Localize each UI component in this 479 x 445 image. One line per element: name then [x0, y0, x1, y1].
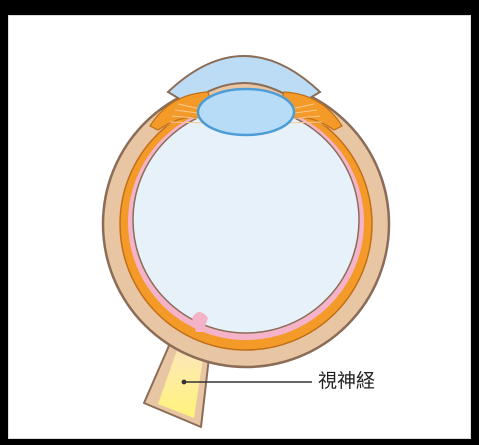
vitreous-body [133, 107, 359, 333]
optic-nerve-label: 視神経 [318, 369, 375, 393]
leader-dot [182, 380, 187, 385]
crystalline-lens [198, 89, 294, 135]
